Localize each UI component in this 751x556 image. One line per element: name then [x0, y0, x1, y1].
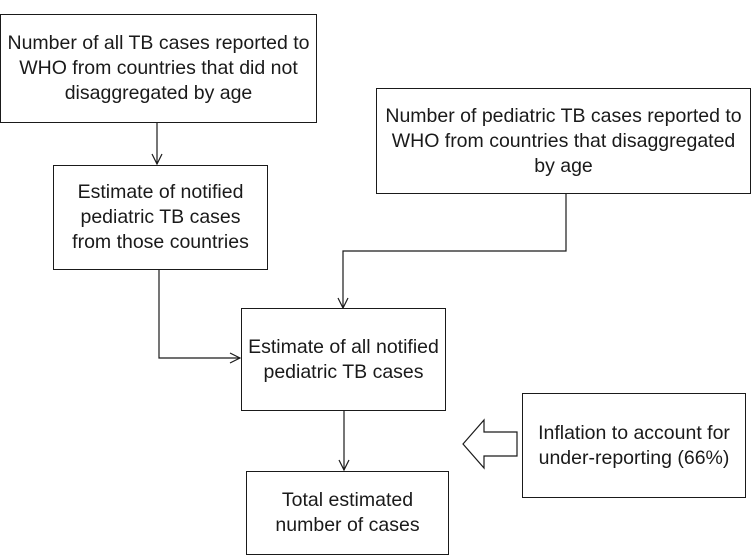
box-inflation-text: Inflation to account for under-reporting… — [538, 421, 730, 469]
box-total-estimated-text: Total estimated number of cases — [275, 489, 420, 536]
box-estimate-notified-pediatric-text: Estimate of notified pediatric TB cases … — [72, 181, 249, 253]
arrow-estimate-notified-to-estimate-all — [158, 270, 240, 358]
box-estimate-all-notified: Estimate of all notified pediatric TB ca… — [241, 308, 446, 411]
box-inflation: Inflation to account for under-reporting… — [522, 393, 746, 498]
box-all-tb-cases-text: Number of all TB cases reported to WHO f… — [7, 32, 310, 104]
box-pediatric-cases-disaggregated-text: Number of pediatric TB cases reported to… — [385, 104, 742, 177]
box-all-tb-cases: Number of all TB cases reported to WHO f… — [0, 14, 317, 123]
box-estimate-all-notified-text: Estimate of all notified pediatric TB ca… — [248, 335, 439, 383]
box-pediatric-cases-disaggregated: Number of pediatric TB cases reported to… — [376, 88, 751, 194]
inflation-block-arrow — [462, 418, 518, 470]
box-estimate-notified-pediatric: Estimate of notified pediatric TB cases … — [53, 165, 268, 270]
arrow-pediatric-disaggregated-to-estimate-all — [343, 194, 567, 308]
box-total-estimated: Total estimated number of cases — [246, 471, 449, 555]
